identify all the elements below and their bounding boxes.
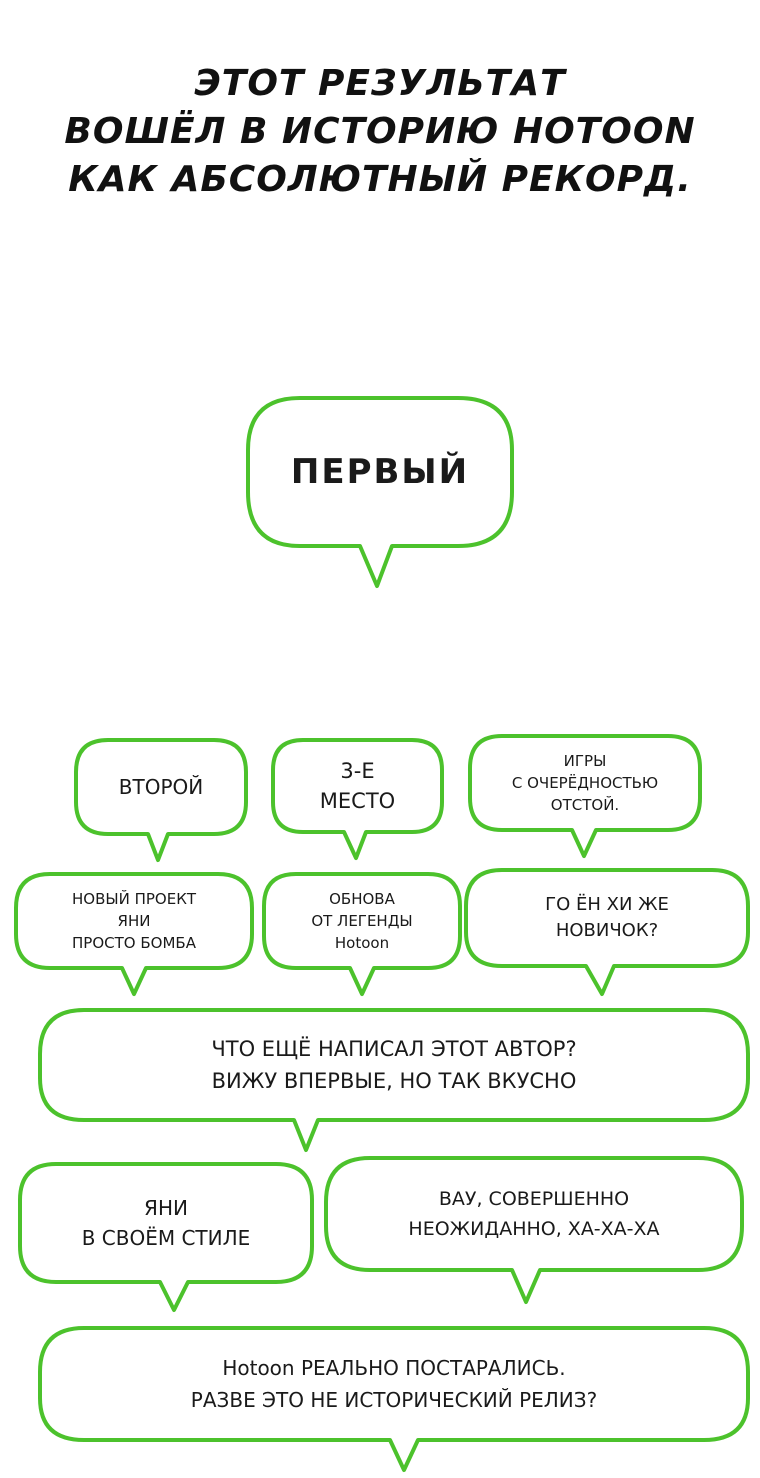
bubble-line: ОТ ЛЕГЕНДЫ: [311, 912, 413, 930]
bubble-line: ВТОРОЙ: [118, 775, 204, 799]
caption-line: ВОШЁЛ В ИСТОРИЮ HOTOON: [64, 111, 696, 152]
speech-bubble-new-project: [14, 872, 254, 996]
bubble-line: РАЗВЕ ЭТО НЕ ИСТОРИЧЕСКИЙ РЕЛИЗ?: [190, 1388, 598, 1412]
bubble-line: ЯНИ: [144, 1196, 188, 1220]
bubble-line: ЯНИ: [117, 912, 151, 930]
bubble-text-style: ЯНИ В СВОЁМ СТИЛЕ: [20, 1164, 312, 1282]
bubble-line: ВАУ, СОВЕРШЕННО: [438, 1188, 630, 1210]
bubble-text-new-project: НОВЫЙ ПРОЕКТ ЯНИ ПРОСТО БОМБА: [16, 874, 252, 968]
bubble-text-second: ВТОРОЙ: [76, 740, 246, 834]
bubble-text-release: Hotoon РЕАЛЬНО ПОСТАРАЛИСЬ. РАЗВЕ ЭТО НЕ…: [40, 1328, 748, 1440]
bubble-line: Hotoon РЕАЛЬНО ПОСТАРАЛИСЬ.: [222, 1356, 566, 1380]
bubble-text-author: ЧТО ЕЩЁ НАПИСАЛ ЭТОТ АВТОР? ВИЖУ ВПЕРВЫЕ…: [40, 1010, 748, 1120]
speech-bubble-first: [246, 396, 514, 588]
bubble-text-first: ПЕРВЫЙ: [248, 398, 512, 546]
speech-bubble-wow: [324, 1156, 744, 1304]
bubble-line: 3-Е: [340, 759, 375, 783]
bubble-line: ОТСТОЙ.: [550, 796, 620, 814]
speech-bubble-author: [38, 1008, 750, 1152]
bubble-line: Hotoon: [334, 934, 390, 952]
speech-bubble-release: [38, 1326, 750, 1472]
caption-line: ЭТОТ РЕЗУЛЬТАТ: [194, 63, 566, 104]
bubble-text-goyeon: ГО ЁН ХИ ЖЕ НОВИЧОК?: [466, 870, 748, 966]
bubble-line: НОВЫЙ ПРОЕКТ: [71, 890, 197, 908]
bubble-text-update: ОБНОВА ОТ ЛЕГЕНДЫ Hotoon: [264, 874, 460, 968]
bubble-line: ВИЖУ ВПЕРВЫЕ, НО ТАК ВКУСНО: [211, 1069, 577, 1093]
speech-bubble-style: [18, 1162, 314, 1312]
speech-bubble-goyeon: [464, 868, 750, 996]
bubble-line: ПЕРВЫЙ: [290, 452, 470, 492]
bubble-line: НОВИЧОК?: [555, 920, 659, 941]
bubble-line: НЕОЖИДАННО, ХА-ХА-ХА: [408, 1218, 660, 1240]
bubble-line: ГО ЁН ХИ ЖЕ: [545, 894, 669, 915]
bubble-line: ИГРЫ: [563, 752, 607, 770]
bubble-text-wow: ВАУ, СОВЕРШЕННО НЕОЖИДАННО, ХА-ХА-ХА: [326, 1158, 742, 1270]
narration-caption: ЭТОТ РЕЗУЛЬТАТ ВОШЁЛ В ИСТОРИЮ HOTOON КА…: [0, 60, 760, 204]
caption-line: КАК АБСОЛЮТНЫЙ РЕКОРД.: [68, 159, 692, 200]
bubble-line: ОБНОВА: [329, 890, 395, 908]
speech-bubble-update: [262, 872, 462, 996]
bubble-line: ЧТО ЕЩЁ НАПИСАЛ ЭТОТ АВТОР?: [211, 1037, 577, 1061]
bubble-text-games: ИГРЫ С ОЧЕРЁДНОСТЬЮ ОТСТОЙ.: [470, 736, 700, 830]
speech-bubble-third: [271, 738, 444, 860]
speech-bubble-games: [468, 734, 702, 858]
speech-bubble-second: [74, 738, 248, 862]
bubble-line: ПРОСТО БОМБА: [72, 934, 196, 952]
bubble-line: В СВОЁМ СТИЛЕ: [81, 1226, 251, 1250]
bubble-line: МЕСТО: [319, 789, 396, 813]
bubble-line: С ОЧЕРЁДНОСТЬЮ: [511, 774, 659, 792]
bubble-text-third: 3-Е МЕСТО: [273, 740, 442, 832]
